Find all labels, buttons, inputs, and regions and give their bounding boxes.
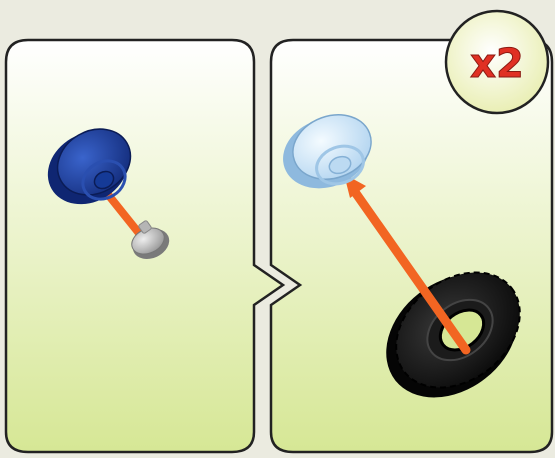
blue-wheel-hub-icon [47,128,132,205]
quantity-badge: x2 [444,9,550,115]
right-step-panel: x2 [269,9,554,454]
light-blue-wheel-hub-icon [283,114,372,189]
left-step-panel [4,38,286,454]
gray-cap-icon [131,220,170,260]
quantity-label: x2 [470,41,524,87]
